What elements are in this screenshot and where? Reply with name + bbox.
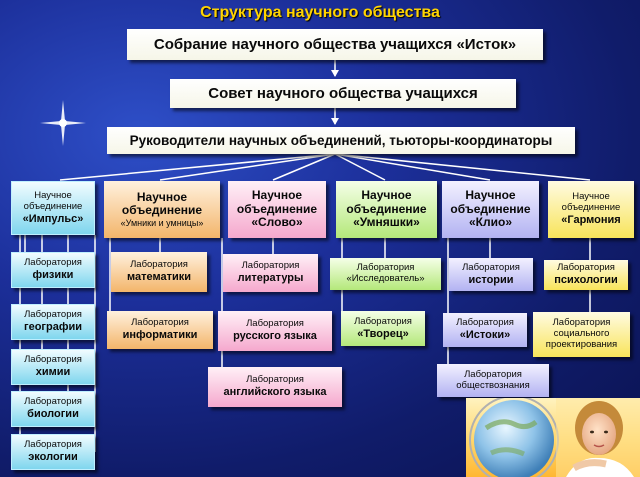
- lab-line2: физики: [32, 269, 74, 282]
- lab-line1: Лаборатория: [130, 259, 188, 271]
- association-line1: Научное: [361, 187, 412, 202]
- association-garmoniya: Научное объединение «Гармония: [548, 181, 634, 238]
- lab-literature: Лаборатория литературы: [223, 254, 318, 292]
- association-umnyashki: Научное объединение «Умняшки»: [336, 181, 437, 238]
- leaders-label: Руководители научных объединений, тьютор…: [129, 132, 553, 148]
- lab-line1: Лаборатория: [246, 318, 304, 330]
- association-line1: Научное: [251, 187, 303, 202]
- lab-line1: Лаборатория: [24, 439, 82, 451]
- lab-line1: Лаборатория: [24, 354, 82, 366]
- lab-line1: Лаборатория: [552, 317, 611, 329]
- association-line3: «Импульс»: [22, 212, 84, 225]
- lab-line2: «Истоки»: [459, 329, 511, 342]
- association-umniki: Научное объединение «Умники и умницы»: [104, 181, 220, 238]
- assembly-label: Собрание научного общества учащихся «Ист…: [153, 35, 517, 53]
- lab-geography: Лаборатория географии: [11, 304, 95, 340]
- association-line1: Научное: [465, 187, 516, 202]
- association-line2: объединение: [23, 200, 83, 212]
- lab-math: Лаборатория математики: [111, 252, 207, 292]
- lab-english: Лаборатория английского языка: [208, 367, 342, 407]
- lab-russian: Лаборатория русского языка: [218, 311, 332, 351]
- lab-line2: истории: [468, 273, 514, 286]
- lab-chemistry: Лаборатория химии: [11, 349, 95, 385]
- lab-social-studies: Лаборатория обществознания: [437, 364, 549, 397]
- lab-line1: Лаборатория: [354, 315, 412, 327]
- lab-line2: русского языка: [233, 330, 317, 343]
- lab-social-design: Лаборатория социального проектирования: [533, 312, 630, 357]
- lab-line1: Лаборатория: [24, 257, 82, 269]
- lab-line2: химии: [35, 366, 71, 379]
- lab-line2: географии: [24, 321, 82, 334]
- leaders-box: Руководители научных объединений, тьютор…: [107, 127, 575, 154]
- council-label: Совет научного общества учащихся: [208, 84, 478, 102]
- association-line3: «Слово»: [251, 215, 303, 230]
- association-slovo: Научное объединение «Слово»: [228, 181, 326, 238]
- globe-icon: [474, 400, 554, 477]
- lab-line3: проектирования: [545, 338, 618, 350]
- lab-biology: Лаборатория биологии: [11, 391, 95, 427]
- sparkle-decoration: [40, 100, 86, 146]
- lab-ecology: Лаборатория экологии: [11, 434, 95, 470]
- association-line2: объединение: [561, 202, 621, 214]
- association-line3: «Гармония: [561, 214, 621, 227]
- lab-origins: Лаборатория «Истоки»: [443, 313, 527, 347]
- lab-line1: Лаборатория: [246, 374, 304, 386]
- association-line3: «Клио»: [468, 215, 512, 230]
- lab-creator: Лаборатория «Творец»: [341, 311, 425, 346]
- lab-line2: литературы: [237, 272, 304, 285]
- lab-line2: социального: [553, 328, 610, 340]
- lab-line2: «Творец»: [357, 327, 409, 340]
- association-line3: «Умняшки»: [353, 215, 420, 230]
- lab-line2: математики: [127, 271, 191, 284]
- association-line2: объединение: [121, 203, 203, 218]
- lab-line1: Лаборатория: [241, 260, 300, 272]
- lab-line1: Лаборатория: [356, 262, 415, 274]
- lab-line1: Лаборатория: [24, 396, 82, 408]
- lab-line2: английского языка: [223, 386, 327, 399]
- student-globe-photo: [466, 398, 640, 477]
- lab-line2: экологии: [28, 451, 78, 464]
- lab-physics: Лаборатория физики: [11, 252, 95, 288]
- association-line1: Научное: [572, 191, 610, 203]
- page-title: Структура научного общества: [200, 4, 440, 21]
- assembly-box: Собрание научного общества учащихся «Ист…: [127, 29, 543, 60]
- lab-line2: информатики: [122, 329, 198, 342]
- association-line1: Научное: [136, 189, 188, 204]
- lab-line1: Лаборатория: [462, 261, 520, 273]
- association-line2: объединение: [346, 201, 427, 216]
- lab-psychology: Лаборатория психологии: [544, 260, 628, 290]
- council-box: Совет научного общества учащихся: [170, 79, 516, 108]
- student-face: [582, 413, 616, 455]
- lab-line1: Лаборатория: [131, 317, 189, 329]
- lab-line1: Лаборатория: [557, 262, 615, 274]
- lab-line2: обществознания: [456, 379, 530, 391]
- lab-line1: Лаборатория: [456, 317, 514, 329]
- association-line3: «Умники и умницы»: [120, 218, 204, 229]
- lab-informatics: Лаборатория информатики: [107, 311, 213, 349]
- association-klio: Научное объединение «Клио»: [442, 181, 539, 238]
- association-line2: объединение: [236, 201, 318, 216]
- lab-line2: «Исследователь»: [346, 273, 425, 284]
- lab-line2: психологии: [554, 274, 618, 287]
- lab-history: Лаборатория истории: [449, 258, 533, 291]
- association-line2: объединение: [450, 201, 531, 216]
- lab-line1: Лаборатория: [24, 309, 82, 321]
- lab-line2: биологии: [27, 408, 79, 421]
- lab-line1: Лаборатория: [464, 368, 522, 380]
- association-line1: Научное: [34, 189, 72, 201]
- lab-researcher: Лаборатория «Исследователь»: [330, 258, 441, 290]
- association-impulse: Научное объединение «Импульс»: [11, 181, 95, 235]
